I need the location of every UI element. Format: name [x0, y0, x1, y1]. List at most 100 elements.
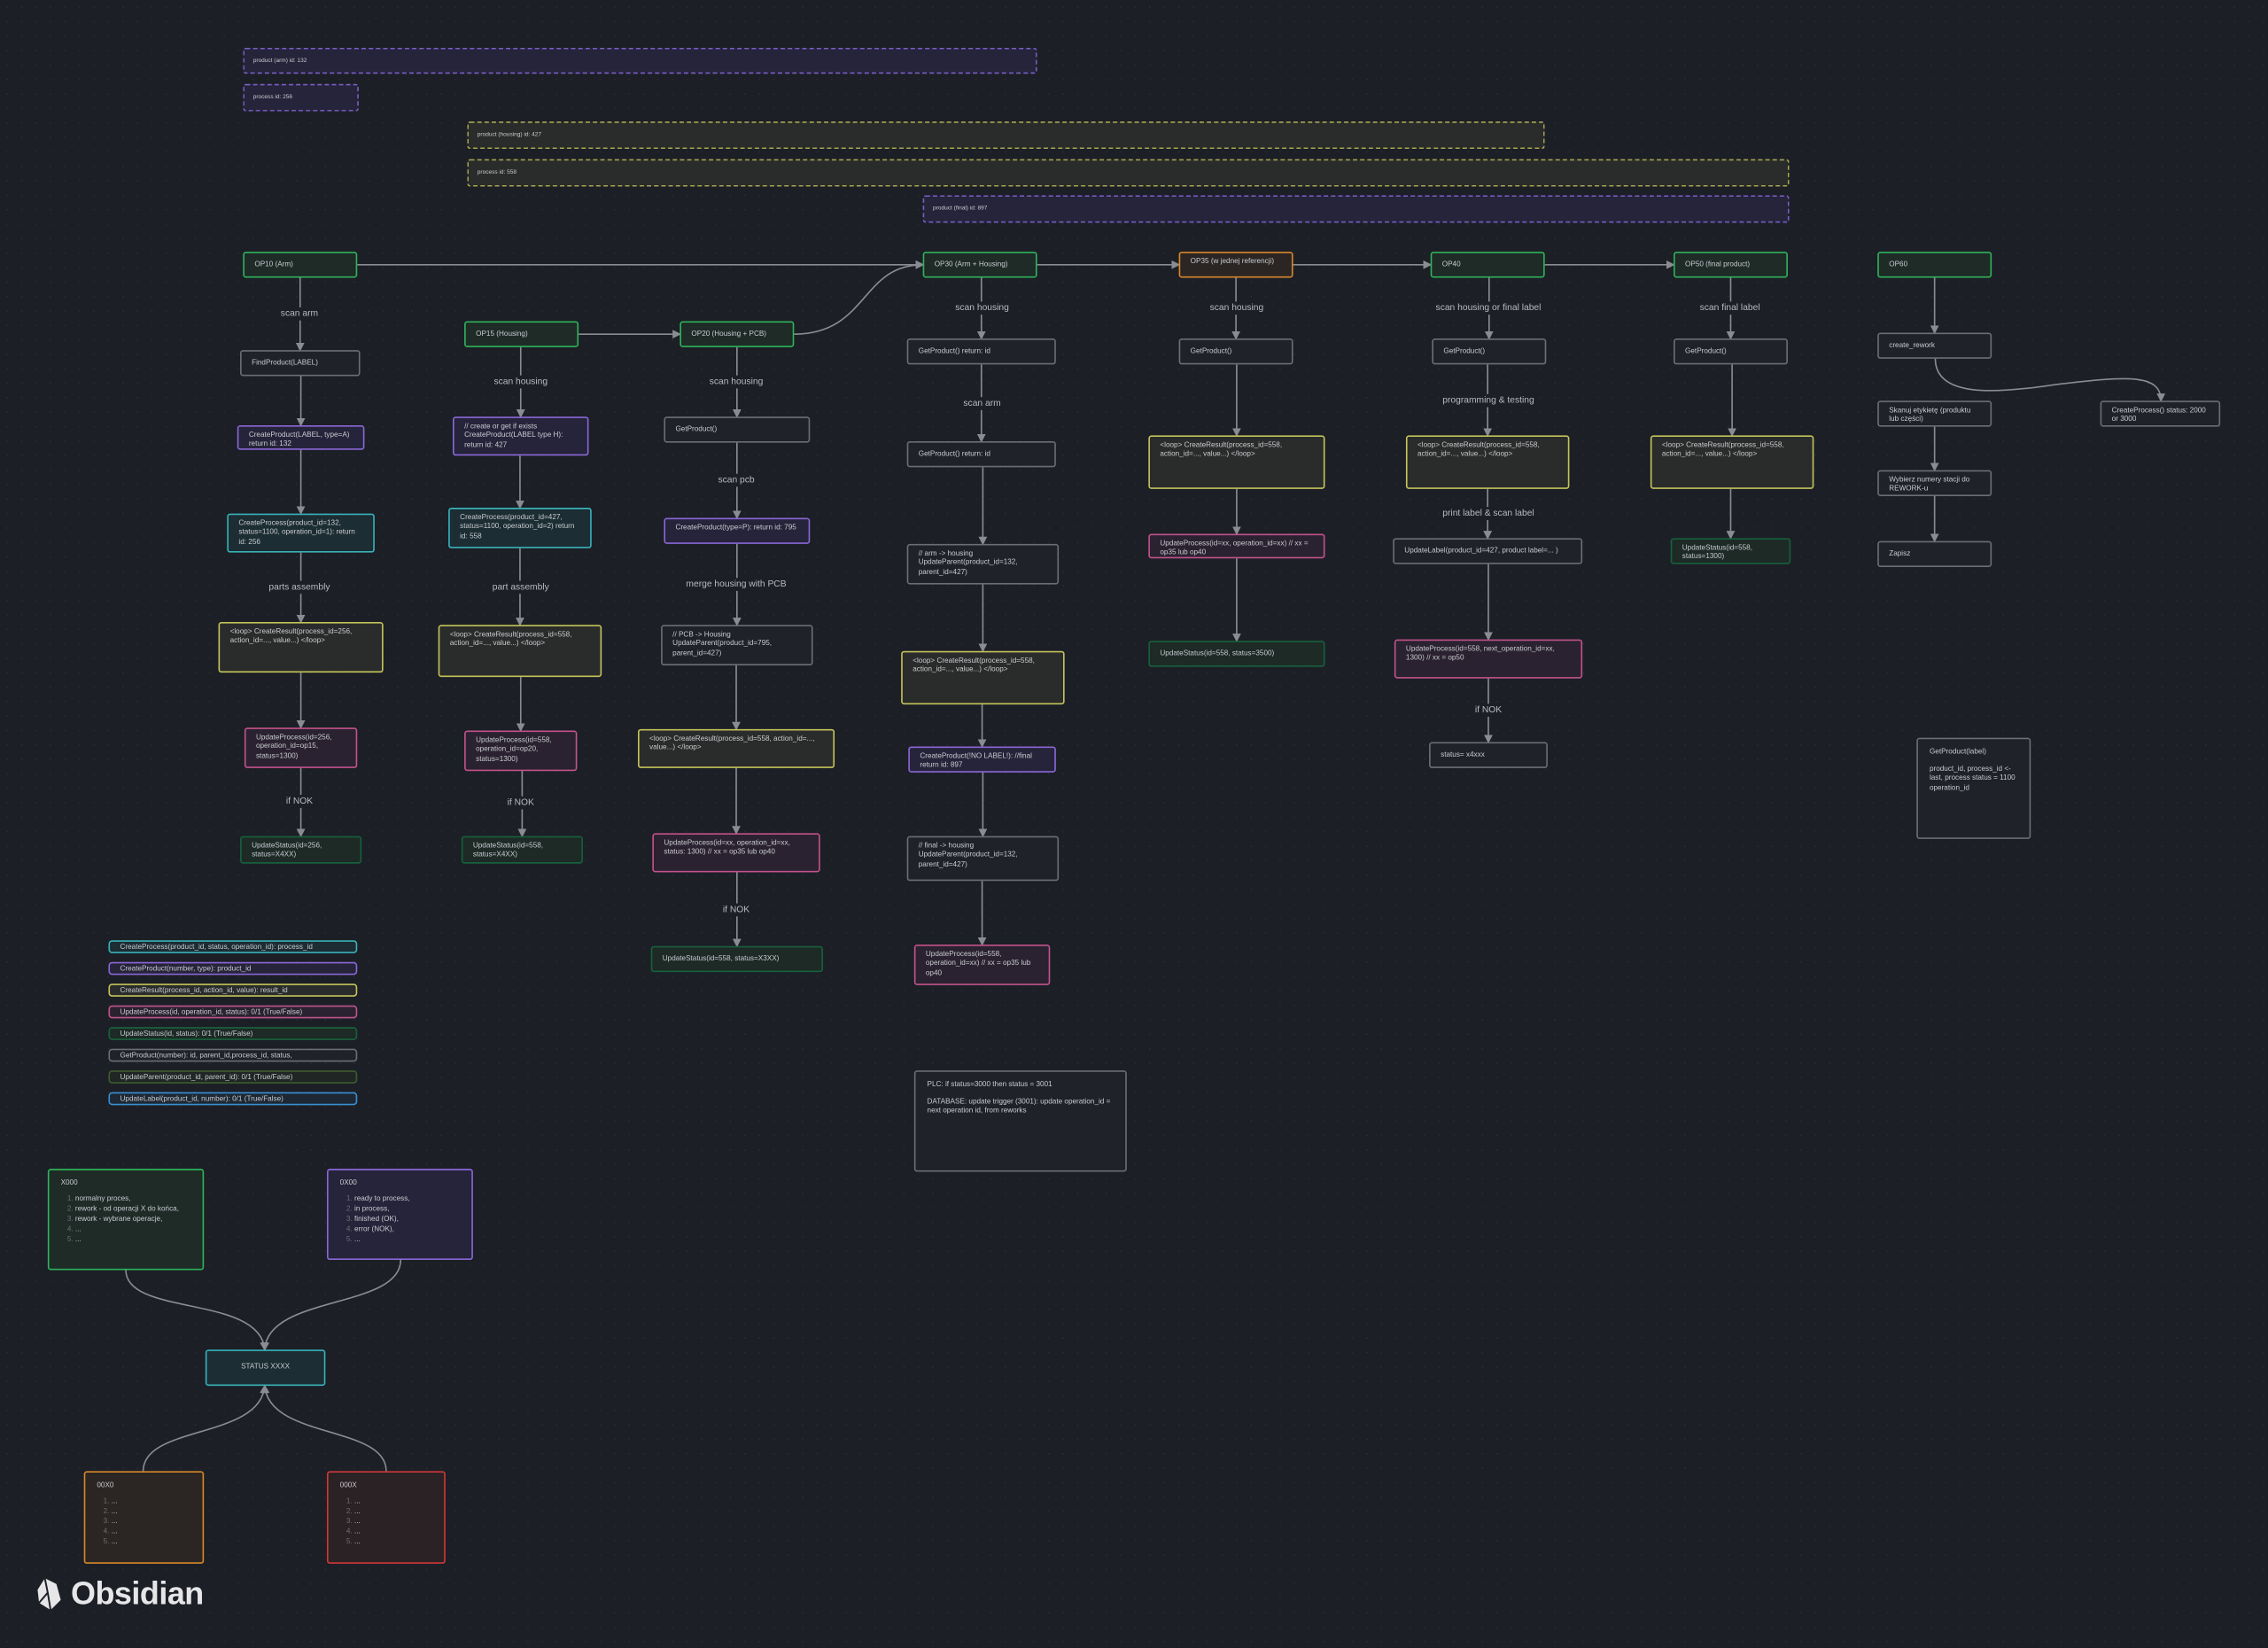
node-zap[interactable]: Zapisz: [1877, 540, 1992, 567]
edge-0x00-status: [260, 1260, 402, 1351]
edge-label: scan housing: [491, 375, 551, 389]
node-us15[interactable]: UpdateStatus(id=558, status=X4XX): [461, 836, 583, 864]
node-skan[interactable]: Skanuj etykietę (produktu lub części): [1877, 400, 1992, 427]
note-list-item: error (NOK),: [354, 1224, 460, 1234]
legend-item[interactable]: CreateProduct(number, type): product_id: [108, 961, 358, 976]
node-rework[interactable]: create_rework: [1877, 332, 1992, 359]
note-list-item: ...: [354, 1235, 460, 1245]
node-gp30a[interactable]: GetProduct() return: id: [906, 338, 1056, 365]
legend-item[interactable]: CreateProcess(product_id, status, operat…: [108, 940, 358, 953]
edge-label: scan final label: [1697, 301, 1763, 315]
node-cpst[interactable]: CreateProcess() status: 2000 or 3000: [2100, 400, 2221, 427]
node-pf[interactable]: product (final) id: 897: [922, 195, 1790, 223]
node-text: product (final) id: 897: [933, 204, 988, 212]
edge-label: scan arm: [277, 307, 322, 321]
node-par795[interactable]: // PCB -> Housing UpdateParent(product_i…: [661, 625, 813, 666]
node-text: UpdateStatus(id=558, status=1300): [1682, 543, 1752, 562]
note-0x00[interactable]: 0X00ready to process,in process,finished…: [326, 1169, 473, 1261]
note-getproduct[interactable]: GetProduct(label)product_id, process_id …: [1916, 737, 2031, 839]
node-us50[interactable]: UpdateStatus(id=558, status=1300): [1670, 538, 1791, 564]
node-op40[interactable]: OP40: [1430, 252, 1545, 278]
node-op15[interactable]: OP15 (Housing): [464, 321, 579, 347]
node-find[interactable]: FindProduct(LABEL): [240, 350, 361, 377]
node-op30[interactable]: OP30 (Arm + Housing): [922, 252, 1037, 278]
node-text: <loop> CreateResult(process_id=558, acti…: [1661, 440, 1784, 459]
node-text: OP30 (Arm + Housing): [934, 260, 1008, 269]
node-loop30[interactable]: <loop> CreateResult(process_id=558, acti…: [901, 650, 1065, 705]
node-loop35[interactable]: <loop> CreateResult(process_id=558, acti…: [1148, 435, 1325, 489]
node-loop15[interactable]: <loop> CreateResult(process_id=558, acti…: [438, 625, 602, 678]
legend-item[interactable]: GetProduct(number): id, parent_id,proces…: [108, 1048, 358, 1062]
node-loop20[interactable]: <loop> CreateResult(process_id=558, acti…: [637, 728, 835, 768]
node-up40[interactable]: UpdateProcess(id=558, next_operation_id=…: [1394, 639, 1583, 679]
node-p558[interactable]: process id: 558: [467, 159, 1790, 187]
edge-label: if NOK: [504, 796, 538, 810]
node-cp132[interactable]: CreateProduct(LABEL, type=A) return id: …: [237, 424, 365, 450]
node-us35[interactable]: UpdateStatus(id=558, status=3500): [1148, 641, 1325, 667]
node-up30[interactable]: UpdateProcess(id=558, operation_id=xx) /…: [913, 944, 1051, 985]
node-text: OP20 (Housing + PCB): [691, 329, 767, 338]
legend-item[interactable]: UpdateLabel(product_id, number): 0/1 (Tr…: [108, 1092, 358, 1106]
node-pa[interactable]: product (arm) id: 132: [243, 47, 1037, 74]
note-line1: PLC: if status=3000 then status = 3001: [927, 1080, 1052, 1090]
node-cpr558[interactable]: CreateProcess(product_id=427, status=110…: [448, 508, 592, 548]
legend-item[interactable]: UpdateProcess(id, operation_id, status):…: [108, 1005, 358, 1019]
legend-item[interactable]: UpdateStatus(id, status): 0/1 (True/Fals…: [108, 1027, 358, 1040]
node-up15[interactable]: UpdateProcess(id=558, operation_id=op20,…: [464, 730, 578, 772]
legend-item[interactable]: CreateResult(process_id, action_id, valu…: [108, 983, 358, 997]
node-cp795[interactable]: CreateProduct(type=P): return id: 795: [664, 517, 811, 544]
node-cp897[interactable]: CreateProduct(!NO LABEL!): //final retur…: [908, 746, 1056, 773]
node-cp427[interactable]: // create or get if exists CreateProduct…: [453, 416, 589, 456]
node-status[interactable]: STATUS XXXX: [205, 1349, 326, 1387]
node-us20[interactable]: UpdateStatus(id=558, status=X3XX): [650, 945, 823, 973]
node-us256[interactable]: UpdateStatus(id=256, status=X4XX): [240, 836, 362, 864]
node-st40[interactable]: status= x4xxx: [1429, 742, 1548, 768]
node-text: UpdateStatus(id=558, status=3500): [1160, 649, 1275, 658]
note-000x[interactable]: 000X...............: [326, 1471, 446, 1564]
node-gp40[interactable]: GetProduct(): [1432, 338, 1547, 365]
node-cpr256[interactable]: CreateProcess(product_id=132, status=110…: [227, 513, 375, 553]
node-parfin[interactable]: // final -> housing UpdateParent(product…: [906, 836, 1060, 882]
node-gp20[interactable]: GetProduct(): [664, 416, 811, 443]
node-wyb[interactable]: Wybierz numery stacji do REWORK-u: [1877, 470, 1992, 496]
node-gp35[interactable]: GetProduct(): [1178, 338, 1293, 365]
node-loop256[interactable]: <loop> CreateResult(process_id=256, acti…: [218, 622, 384, 673]
node-text: <loop> CreateResult(process_id=558, acti…: [1160, 440, 1283, 459]
node-p256[interactable]: process id: 256: [243, 83, 359, 112]
note-list-item: ...: [112, 1527, 191, 1536]
node-loop50[interactable]: <loop> CreateResult(process_id=558, acti…: [1650, 435, 1814, 489]
node-op50[interactable]: OP50 (final product): [1673, 252, 1788, 278]
node-text: status= x4xxx: [1441, 750, 1485, 759]
node-text: UpdateStatus(id=558, status=X3XX): [662, 954, 780, 963]
node-ul40[interactable]: UpdateLabel(product_id=427, product labe…: [1393, 538, 1583, 564]
note-x000[interactable]: X000normalny proces,rework - od operacji…: [47, 1169, 205, 1271]
note-00x0[interactable]: 00X0...............: [83, 1471, 205, 1564]
node-text: CreateProduct(type=P): return id: 795: [675, 523, 796, 532]
note-body: product_id, process_id <- last, process …: [1929, 765, 2016, 793]
node-text: CreateProduct(!NO LABEL!): //final retur…: [920, 751, 1032, 770]
node-text: process id: 558: [477, 167, 517, 175]
node-par132[interactable]: // arm -> housing UpdateParent(product_i…: [906, 543, 1060, 585]
node-op20[interactable]: OP20 (Housing + PCB): [680, 321, 795, 347]
node-op35[interactable]: OP35 (w jednej referencji): [1178, 252, 1293, 278]
node-op10[interactable]: OP10 (Arm): [243, 252, 358, 278]
legend-item[interactable]: UpdateParent(product_id, parent_id): 0/1…: [108, 1070, 358, 1084]
node-gp50[interactable]: GetProduct(): [1673, 338, 1788, 365]
node-text: <loop> CreateResult(process_id=558, acti…: [1417, 440, 1540, 459]
node-op60[interactable]: OP60: [1877, 252, 1992, 278]
edge-label: scan housing: [706, 375, 766, 389]
note-list-item: ...: [112, 1537, 191, 1547]
node-up20[interactable]: UpdateProcess(id=xx, operation_id=xx, st…: [652, 833, 820, 873]
edge-label: part assembly: [489, 580, 553, 595]
node-text: OP15 (Housing): [476, 329, 528, 338]
node-text: product (arm) id: 132: [252, 56, 307, 64]
node-up35[interactable]: UpdateProcess(id=xx, operation_id=xx) //…: [1148, 533, 1325, 559]
node-ph[interactable]: product (housing) id: 427: [467, 121, 1545, 150]
node-loop40[interactable]: <loop> CreateResult(process_id=558, acti…: [1405, 435, 1570, 489]
node-up256[interactable]: UpdateProcess(id=256, operation_id=op15,…: [244, 727, 358, 768]
node-text: GetProduct(): [1685, 346, 1727, 356]
node-text: OP10 (Arm): [254, 260, 293, 269]
node-gp30b[interactable]: GetProduct() return: id: [906, 440, 1056, 468]
